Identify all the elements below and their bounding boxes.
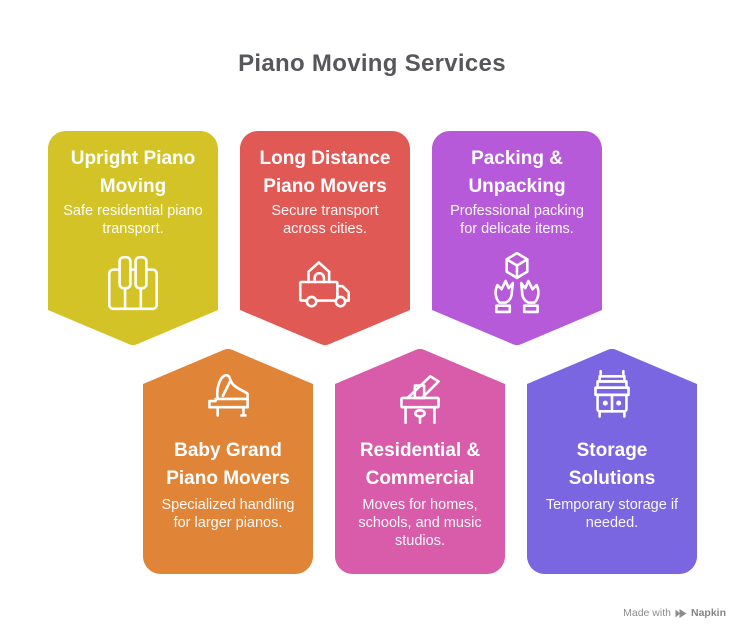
card-description: Professional packing for delicate items. <box>450 203 584 237</box>
card-residential-commercial: Residential & Commercial Moves for homes… <box>335 348 505 574</box>
card-storage-solutions: Storage Solutions Temporary storage if n… <box>527 348 697 574</box>
card-title: Residential & Commercial <box>359 440 481 489</box>
watermark: Made with Napkin <box>623 607 726 619</box>
card-title: Storage Solutions <box>568 440 656 489</box>
card-title: Packing & Unpacking <box>468 148 566 197</box>
page-title: Piano Moving Services <box>238 50 506 77</box>
card-description: Temporary storage if needed. <box>545 497 679 531</box>
watermark-made-with-label: Made with <box>623 607 671 619</box>
card-description: Secure transport across cities. <box>271 203 379 237</box>
card-description: Safe residential piano transport. <box>63 203 203 237</box>
card-title: Baby Grand Piano Movers <box>166 440 290 489</box>
watermark-brand-label: Napkin <box>690 607 726 619</box>
hands-holding-box-icon <box>432 249 602 315</box>
card-packing-unpacking: Packing & Unpacking Professional packing… <box>432 131 602 346</box>
card-long-distance-piano-movers: Long Distance Piano Movers Secure transp… <box>240 131 410 346</box>
grand-piano-icon <box>143 367 313 433</box>
card-title: Upright Piano Moving <box>70 148 196 197</box>
card-upright-piano-moving: Upright Piano Moving Safe residential pi… <box>48 131 218 346</box>
open-grand-piano-stool-icon <box>335 367 505 433</box>
card-title: Long Distance Piano Movers <box>259 148 391 197</box>
card-description: Specialized handling for larger pianos. <box>161 497 295 531</box>
moving-truck-house-icon <box>240 249 410 315</box>
upright-piano-keys-icon <box>48 249 218 315</box>
card-description: Moves for homes, schools, and music stud… <box>358 497 482 549</box>
napkin-logo-icon <box>675 608 687 619</box>
card-baby-grand-piano-movers: Baby Grand Piano Movers Specialized hand… <box>143 348 313 574</box>
storage-cabinet-icon <box>527 367 697 433</box>
